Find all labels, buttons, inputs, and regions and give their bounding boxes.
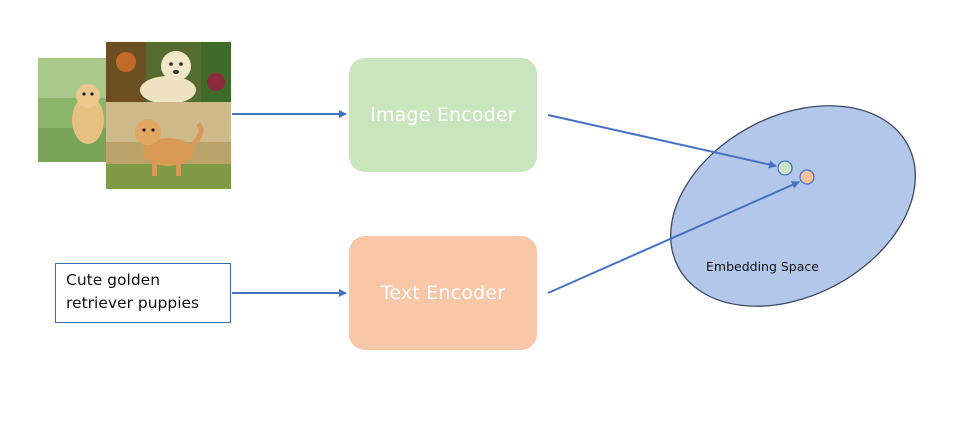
text-embedding-point [799,169,815,185]
text-encoder-box: Text Encoder [349,236,537,350]
embedding-space-label: Embedding Space [706,259,819,274]
image-encoder-label: Image Encoder [370,104,516,126]
image-encoder-box: Image Encoder [349,58,537,172]
embedding-space-ellipse [670,105,916,307]
arrow-image-encoder-to-embedding [547,114,777,169]
arrow-text-encoder-to-embedding [547,181,800,294]
puppy-photo-top [106,42,231,102]
image-embedding-point [777,160,793,176]
puppy-photo-front [106,102,231,189]
puppy-photo-back-left [38,58,108,162]
text-encoder-label: Text Encoder [380,282,506,304]
text-input-box: Cute golden retriever puppies [55,263,231,323]
